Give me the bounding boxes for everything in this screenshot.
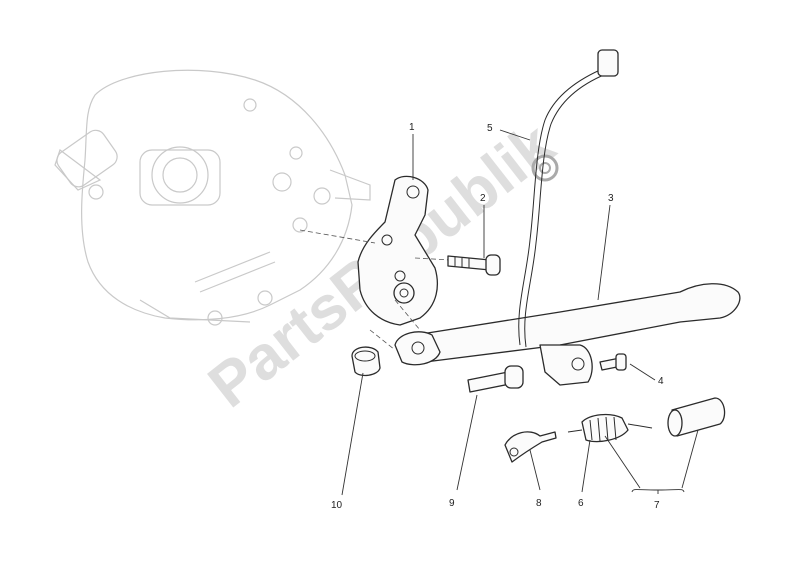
part-7-cover-sleeve [667, 397, 726, 437]
gear-icon [531, 154, 559, 182]
callout-labels: 1 2 3 4 5 6 7 8 9 10 [331, 122, 664, 511]
callout-4: 4 [658, 376, 664, 387]
callout-1: 1 [409, 122, 415, 133]
callout-9: 9 [449, 498, 455, 509]
part-3-side-stand [394, 283, 741, 366]
assembly-line-bolt [299, 229, 451, 261]
bracket-7 [631, 489, 685, 494]
part-8-spring-hook [504, 431, 557, 463]
callout-10: 10 [331, 500, 343, 511]
part-4-screw [599, 353, 627, 371]
callout-7: 7 [654, 500, 660, 511]
callout-8: 8 [536, 498, 542, 509]
part-9-pivot-bolt [467, 365, 524, 393]
callout-6: 6 [578, 498, 584, 509]
callout-2: 2 [480, 193, 486, 204]
part-2-bolt [447, 254, 501, 276]
assembly-line-pivot [369, 299, 421, 351]
part-5-sensor-switch [518, 49, 619, 386]
part-1-mounting-plate [357, 175, 438, 326]
part-10-bushing [351, 346, 381, 377]
callout-3: 3 [608, 193, 614, 204]
part-6-spring [567, 413, 653, 443]
leader-lines [341, 129, 699, 496]
callout-5: 5 [487, 123, 493, 134]
engine-casing-outline [54, 69, 371, 326]
